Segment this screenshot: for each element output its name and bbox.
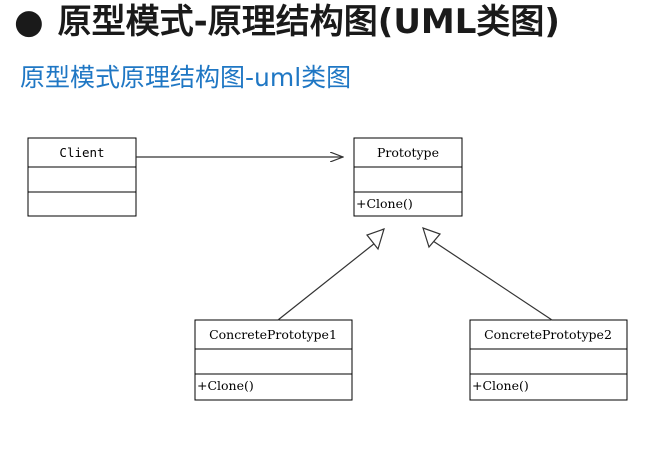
prototype-method: +Clone() — [356, 196, 413, 211]
title-text: 原型模式-原理结构图(UML类图) — [57, 2, 560, 42]
concrete-prototype-1-method: +Clone() — [197, 378, 254, 393]
class-name-concrete-prototype-1: ConcretePrototype1 — [209, 327, 337, 342]
class-concrete-prototype-2[interactable]: ConcretePrototype2 +Clone() — [469, 319, 628, 401]
generalization-concrete-2 — [422, 227, 553, 321]
inheritance-arrowhead-1 — [366, 228, 385, 251]
diagram-subtitle: 原型模式原理结构图-uml类图 — [20, 63, 352, 92]
class-name-client: Client — [59, 145, 104, 160]
inheritance-arrowhead-2 — [422, 227, 442, 249]
concrete-prototype-2-method: +Clone() — [472, 378, 529, 393]
slide-title: ● 原型模式-原理结构图(UML类图) — [14, 0, 560, 44]
class-client[interactable]: Client — [27, 137, 137, 217]
class-concrete-prototype-1[interactable]: ConcretePrototype1 +Clone() — [194, 319, 353, 401]
class-name-prototype: Prototype — [377, 145, 439, 160]
generalization-concrete-1 — [277, 228, 385, 321]
class-name-concrete-prototype-2: ConcretePrototype2 — [484, 327, 612, 342]
title-bullet: ● — [14, 2, 44, 42]
class-prototype[interactable]: Prototype +Clone() — [353, 137, 463, 217]
